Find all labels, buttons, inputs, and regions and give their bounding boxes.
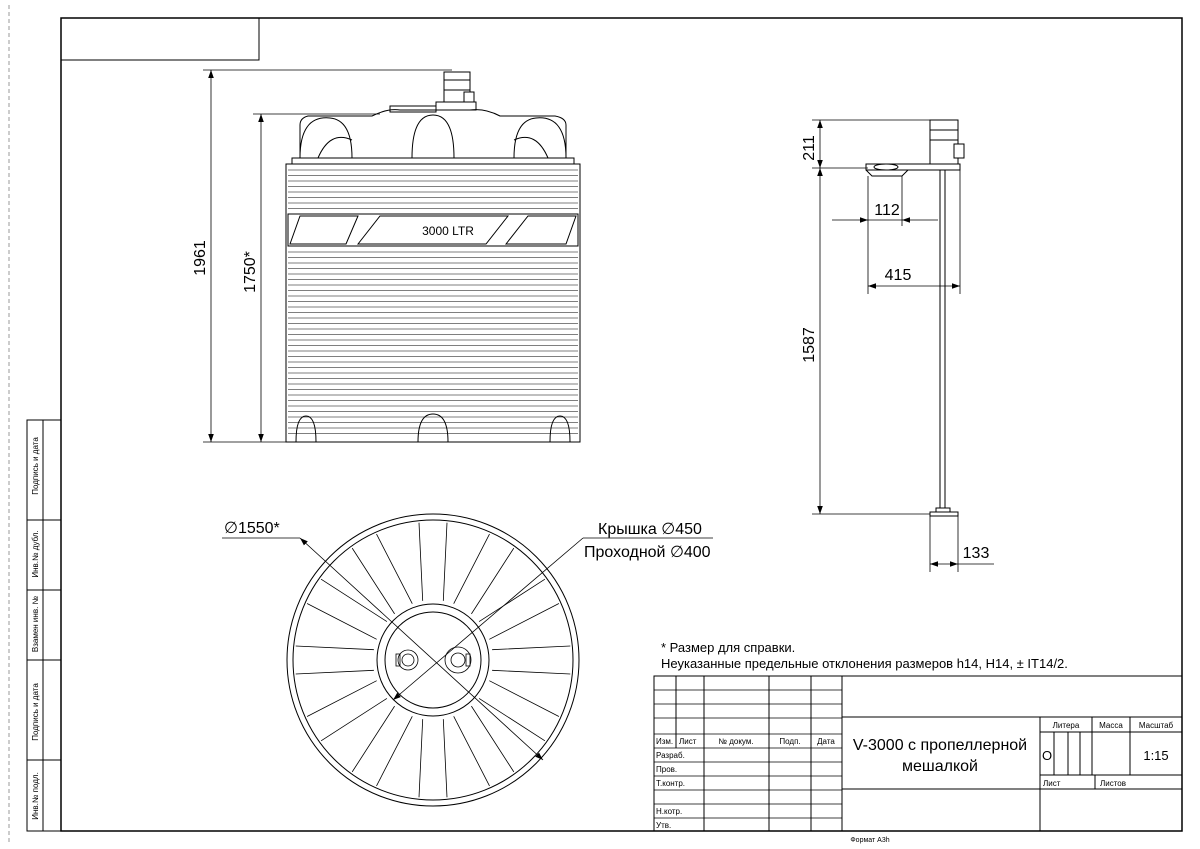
col-date: Дата <box>817 737 835 746</box>
title-block <box>653 675 1183 832</box>
listov-label: Листов <box>1100 779 1126 788</box>
col-izm: Изм. <box>656 737 673 746</box>
stamp-inv-podl: Инв.№ подл. <box>31 772 40 820</box>
top-view-rib <box>295 669 377 717</box>
lid-label: Крышка ∅450 <box>598 521 702 538</box>
tank-ribs-upper <box>288 169 578 209</box>
dim-plate-width: 415 <box>885 267 912 284</box>
tank-ribs-lower <box>288 251 578 434</box>
mixer-side-view <box>865 119 965 517</box>
scale-value: 1:15 <box>1143 748 1168 763</box>
top-view-dimension-lines <box>222 537 713 761</box>
top-left-box <box>60 17 260 61</box>
dim-total-height: 1961 <box>192 240 209 276</box>
litera-value: О <box>1042 748 1052 763</box>
top-view-rib <box>320 547 395 622</box>
row-prov: Пров. <box>656 765 677 774</box>
massa-label: Масса <box>1099 721 1123 730</box>
tank-front-view <box>285 71 581 443</box>
top-view-rib <box>320 698 395 773</box>
row-utv: Утв. <box>656 821 671 830</box>
top-view-rib <box>442 716 490 798</box>
top-view-rib <box>489 603 571 651</box>
mixer-dimension-lines <box>812 119 994 572</box>
top-view-rib <box>376 716 424 798</box>
note-reference: * Размер для справки. <box>661 640 795 655</box>
title-block-rows <box>654 689 842 819</box>
top-view-rib <box>471 547 546 622</box>
row-razrab: Разраб. <box>656 751 685 760</box>
stamp-podpis-data-2: Подпись и дата <box>31 683 40 741</box>
stamp-inv-dubl: Инв.№ дубл. <box>31 530 40 577</box>
drawing-title-line2: мешалкой <box>902 758 978 775</box>
top-view-rib <box>442 522 490 604</box>
note-tolerances: Неуказанные предельные отклонения размер… <box>661 656 1068 671</box>
tank-volume-label: 3000 LTR <box>422 224 474 238</box>
top-view-rib <box>376 522 424 604</box>
dim-flange: 112 <box>874 202 900 219</box>
dim-motor-height: 211 <box>801 135 818 161</box>
dim-shaft-length: 1587 <box>801 327 818 363</box>
front-dimension-lines <box>203 69 452 443</box>
masshtab-label: Масштаб <box>1139 721 1174 730</box>
top-view-rib <box>471 698 546 773</box>
dim-propeller: 133 <box>963 545 990 562</box>
format-label: Формат А3h <box>850 837 889 844</box>
stamp-vzamen-inv: Взамен инв. № <box>31 595 40 652</box>
col-sign: Подп. <box>779 737 800 746</box>
col-list: Лист <box>679 737 697 746</box>
side-stamp: Подпись и дата Инв.№ дубл. Взамен инв. №… <box>26 419 62 832</box>
top-view-rib <box>295 603 377 651</box>
drawing-frame <box>60 17 1183 832</box>
list-label: Лист <box>1043 779 1061 788</box>
col-doc: № докум. <box>718 737 753 746</box>
dim-tank-diameter: ∅1550* <box>224 520 280 537</box>
litera-label: Литера <box>1053 721 1080 730</box>
manhole-label: Проходной ∅400 <box>584 544 711 561</box>
drawing-title-line1: V-3000 с пропеллерной <box>853 737 1027 754</box>
stamp-podpis-data-1: Подпись и дата <box>31 437 40 495</box>
top-view-rib <box>489 669 571 717</box>
dim-body-height: 1750* <box>242 251 259 293</box>
row-tkontr: Т.контр. <box>656 779 685 788</box>
row-nkontr: Н.котр. <box>656 807 682 816</box>
